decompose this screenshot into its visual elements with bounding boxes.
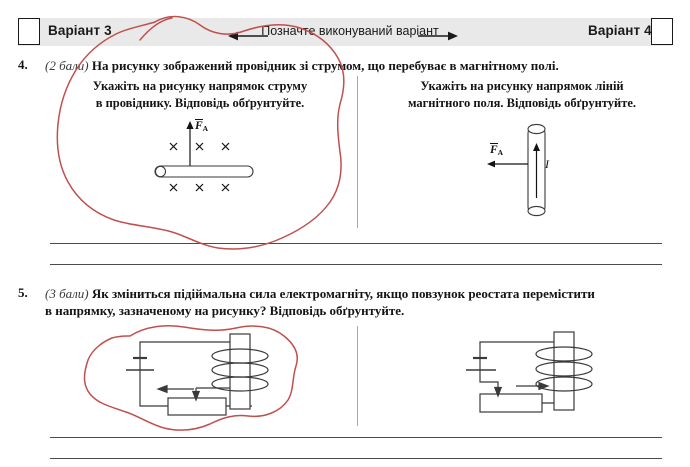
variant-3-checkbox[interactable] [18,18,40,45]
question-4-stem-text: На рисунку зображений провідник зі струм… [91,58,559,73]
question-4-left-prompt-line1: Укажіть на рисунку напрямок струму [92,79,308,93]
question-4-left-force-label: FA [195,119,209,133]
question-5-number: 5. [18,285,28,300]
question-5-stem-line2: в напрямку, зазначеному на рисунку? Відп… [45,303,405,318]
variant-4-label: Варіант 4 [588,23,652,38]
question-4-right-force-label: FA [490,143,504,157]
arrow-right-icon [418,31,458,41]
question-5-answer-line-1[interactable] [50,437,662,438]
question-5-stem-line1: Як зміниться підіймальна сила електромаг… [91,286,595,301]
question-4-right-figure [470,120,610,220]
force-symbol: F [195,119,203,132]
force-symbol: F [490,143,498,156]
question-4-stem: (2 бали) На рисунку зображений провідник… [45,57,670,74]
question-4-column-divider [357,76,358,228]
question-4-left-figure [150,118,280,200]
question-5-answer-line-2[interactable] [50,458,662,459]
question-4-points: (2 бали) [45,58,89,73]
question-4-number: 4. [18,57,28,72]
question-5-stem: (3 бали) Як зміниться підіймальна сила е… [45,285,670,302]
variant-4-checkbox[interactable] [651,18,673,45]
question-4-left-prompt-line2: в провіднику. Відповідь обґрунтуйте. [95,96,305,110]
question-4-current-label: I [545,157,549,171]
question-5-left-figure [118,330,278,422]
force-subscript: A [497,148,504,157]
question-4-answer-line-1[interactable] [50,243,662,244]
question-4-answer-line-2[interactable] [50,264,662,265]
variant-3-label: Варіант 3 [48,23,112,38]
question-4-left-prompt: Укажіть на рисунку напрямок струму в про… [60,78,340,112]
question-4-right-prompt-line1: Укажіть на рисунку напрямок ліній [420,79,624,93]
question-5-right-figure [420,330,593,422]
question-4-right-prompt: Укажіть на рисунку напрямок ліній магніт… [372,78,672,112]
question-4-right-prompt-line2: магнітного поля. Відповідь обґрунтуйте. [407,96,637,110]
question-5-column-divider [357,326,358,426]
question-5-points: (3 бали) [45,286,89,301]
force-subscript: A [202,124,209,133]
